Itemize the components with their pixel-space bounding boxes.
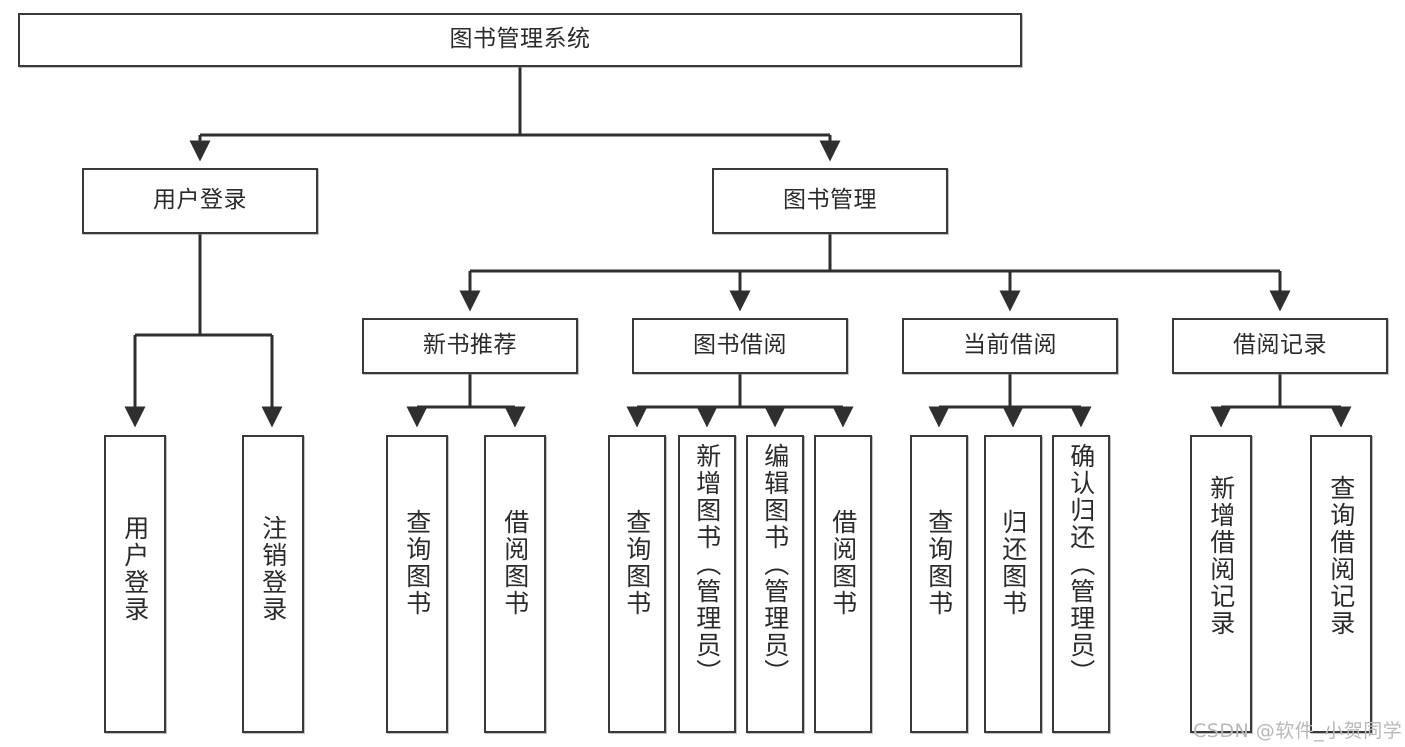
- node-leaf-cb-return-label: 归还图书: [998, 509, 1028, 617]
- node-leaf-bb-edit-label: 编辑图书（管理员）: [760, 443, 790, 686]
- node-new-book-rec[interactable]: 新书推荐: [362, 318, 578, 374]
- node-leaf-br-query[interactable]: 查询借阅记录: [1310, 435, 1372, 733]
- node-leaf-rec-query[interactable]: 查询图书: [386, 435, 448, 733]
- node-leaf-bb-borrow-label: 借阅图书: [828, 509, 858, 617]
- node-leaf-rec-borrow[interactable]: 借阅图书: [484, 435, 546, 733]
- node-book-manage-label: 图书管理: [783, 187, 877, 214]
- node-leaf-user-logout[interactable]: 注销登录: [242, 435, 304, 733]
- node-leaf-br-query-label: 查询借阅记录: [1326, 475, 1356, 637]
- node-root[interactable]: 图书管理系统: [18, 13, 1022, 67]
- node-new-book-rec-label: 新书推荐: [423, 332, 517, 359]
- node-root-label: 图书管理系统: [449, 26, 591, 53]
- node-borrow-record[interactable]: 借阅记录: [1172, 318, 1388, 374]
- node-user-login[interactable]: 用户登录: [82, 168, 318, 234]
- node-leaf-cb-query-label: 查询图书: [924, 509, 954, 617]
- node-leaf-bb-add-label: 新增图书（管理员）: [692, 443, 722, 686]
- node-leaf-bb-edit[interactable]: 编辑图书（管理员）: [746, 435, 804, 733]
- node-leaf-bb-query-label: 查询图书: [622, 509, 652, 617]
- node-current-borrow[interactable]: 当前借阅: [902, 318, 1118, 374]
- node-leaf-rec-query-label: 查询图书: [402, 509, 432, 617]
- node-leaf-bb-add[interactable]: 新增图书（管理员）: [678, 435, 736, 733]
- node-leaf-cb-confirm-label: 确认归还（管理员）: [1066, 443, 1096, 686]
- node-leaf-user-login-label: 用户登录: [120, 515, 150, 623]
- node-leaf-user-logout-label: 注销登录: [258, 515, 288, 623]
- node-leaf-br-add-label: 新增借阅记录: [1206, 475, 1236, 637]
- node-leaf-bb-borrow[interactable]: 借阅图书: [814, 435, 872, 733]
- node-leaf-cb-confirm[interactable]: 确认归还（管理员）: [1052, 435, 1110, 733]
- node-leaf-cb-return[interactable]: 归还图书: [984, 435, 1042, 733]
- node-leaf-cb-query[interactable]: 查询图书: [910, 435, 968, 733]
- node-book-borrow-label: 图书借阅: [693, 332, 787, 359]
- node-leaf-user-login[interactable]: 用户登录: [104, 435, 166, 733]
- node-leaf-br-add[interactable]: 新增借阅记录: [1190, 435, 1252, 733]
- node-book-borrow[interactable]: 图书借阅: [632, 318, 848, 374]
- node-borrow-record-label: 借阅记录: [1233, 332, 1327, 359]
- node-leaf-rec-borrow-label: 借阅图书: [500, 509, 530, 617]
- node-book-manage[interactable]: 图书管理: [712, 168, 948, 234]
- node-user-login-label: 用户登录: [153, 187, 247, 214]
- csdn-watermark: CSDN @软件_小贺同学: [1193, 720, 1403, 742]
- node-current-borrow-label: 当前借阅: [963, 332, 1057, 359]
- node-leaf-bb-query[interactable]: 查询图书: [608, 435, 666, 733]
